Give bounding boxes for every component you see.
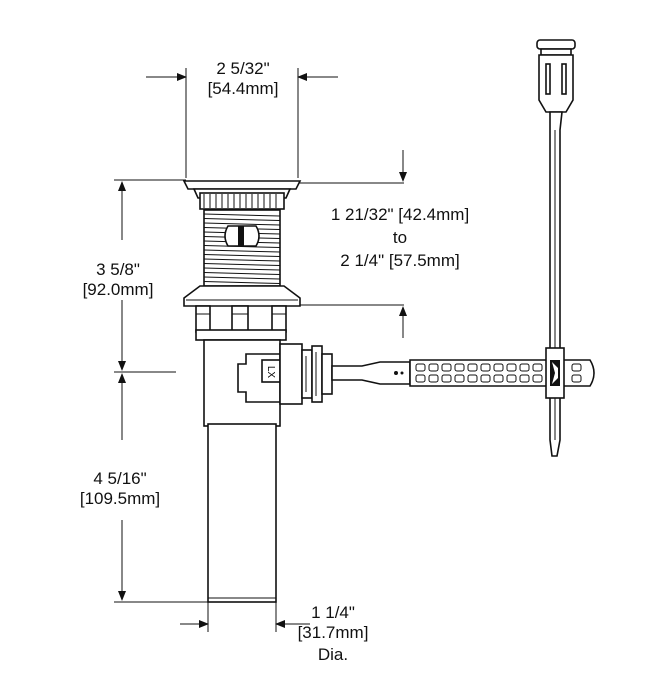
tailpiece-diameter-imperial: 1 1/4" (311, 603, 355, 622)
thread-line (203, 222, 281, 226)
rod-slot (441, 363, 452, 372)
rod-slot (415, 374, 426, 383)
rod-slot (480, 374, 491, 383)
thread-line (203, 263, 281, 266)
rod-slot (467, 374, 478, 383)
rod-slot (454, 374, 465, 383)
rod-slot (571, 374, 582, 383)
thread-range-line1: 1 21/32" [42.4mm] (331, 205, 469, 224)
upper-height-imperial: 3 5/8" (96, 260, 140, 279)
rod-slot (428, 363, 439, 372)
rod-slot (415, 363, 426, 372)
upper-height-metric: [92.0mm] (83, 280, 154, 299)
rod-slot (506, 363, 517, 372)
rod-slot (532, 363, 543, 372)
thread-line (203, 213, 281, 217)
rod-slot (493, 374, 504, 383)
thread-line (203, 218, 281, 221)
thread-line (203, 276, 281, 280)
thread-line (203, 267, 281, 271)
tailpiece-diameter-metric: [31.7mm] (298, 623, 369, 642)
thread-line (203, 272, 281, 275)
thread-line (203, 281, 281, 284)
rod-slot (441, 374, 452, 383)
rod-slot (519, 374, 530, 383)
thread-range-line2: to (393, 228, 407, 247)
rod-slot (506, 374, 517, 383)
rod-slot (519, 363, 530, 372)
tailpiece-length-metric: [109.5mm] (80, 489, 160, 508)
pivot-nut-mark: LX (265, 366, 276, 379)
rod-slot (454, 363, 465, 372)
thread-line (203, 258, 281, 262)
rod-slot (571, 363, 582, 372)
flange-width-imperial: 2 5/32" (216, 59, 269, 78)
tailpiece-length-imperial: 4 5/16" (93, 469, 146, 488)
flange-width-metric: [54.4mm] (208, 79, 279, 98)
rod-slot (428, 374, 439, 383)
thread-line (203, 249, 281, 253)
dimension-labels: 2 5/32" [54.4mm] 1 21/32" [42.4mm] to 2 … (80, 59, 469, 664)
thread-range-line3: 2 1/4" [57.5mm] (340, 251, 459, 270)
rod-slot (493, 363, 504, 372)
rod-slot (480, 363, 491, 372)
dimension-lines (114, 68, 407, 632)
lift-rod (536, 39, 576, 457)
rod-slot (532, 374, 543, 383)
thread-line (203, 254, 281, 257)
tailpiece-diameter-suffix: Dia. (318, 645, 348, 664)
rod-slot (467, 363, 478, 372)
pivot-nut: LX (237, 343, 333, 405)
